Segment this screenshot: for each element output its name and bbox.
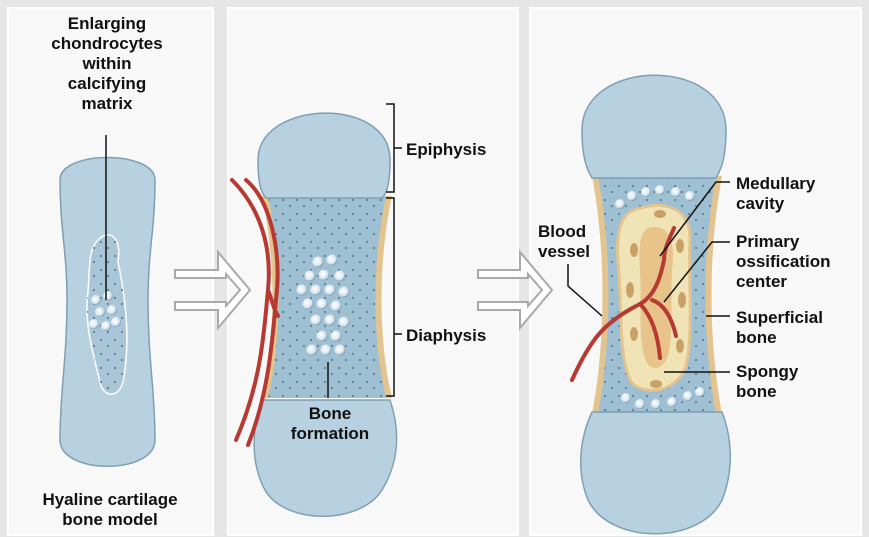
cartilage-model xyxy=(60,135,155,466)
label-medullary-cavity: Medullary cavity xyxy=(736,174,815,214)
epiphysis-bottom-3 xyxy=(581,412,731,534)
label-blood-vessel: Blood vessel xyxy=(538,222,590,262)
label-bone-formation: Bone formation xyxy=(280,404,380,444)
label-spongy-bone: Spongy bone xyxy=(736,362,798,402)
epiphysis-top xyxy=(258,113,390,198)
label-superficial-bone: Superficial bone xyxy=(736,308,823,348)
label-epiphysis: Epiphysis xyxy=(406,140,486,160)
label-chondrocytes: Enlarging chondrocytes within calcifying… xyxy=(42,14,172,114)
epiphysis-top-3 xyxy=(582,75,726,178)
label-diaphysis: Diaphysis xyxy=(406,326,486,346)
label-hyaline-cartilage: Hyaline cartilage bone model xyxy=(10,490,210,530)
label-primary-ossification-center: Primary ossification center xyxy=(736,232,830,292)
